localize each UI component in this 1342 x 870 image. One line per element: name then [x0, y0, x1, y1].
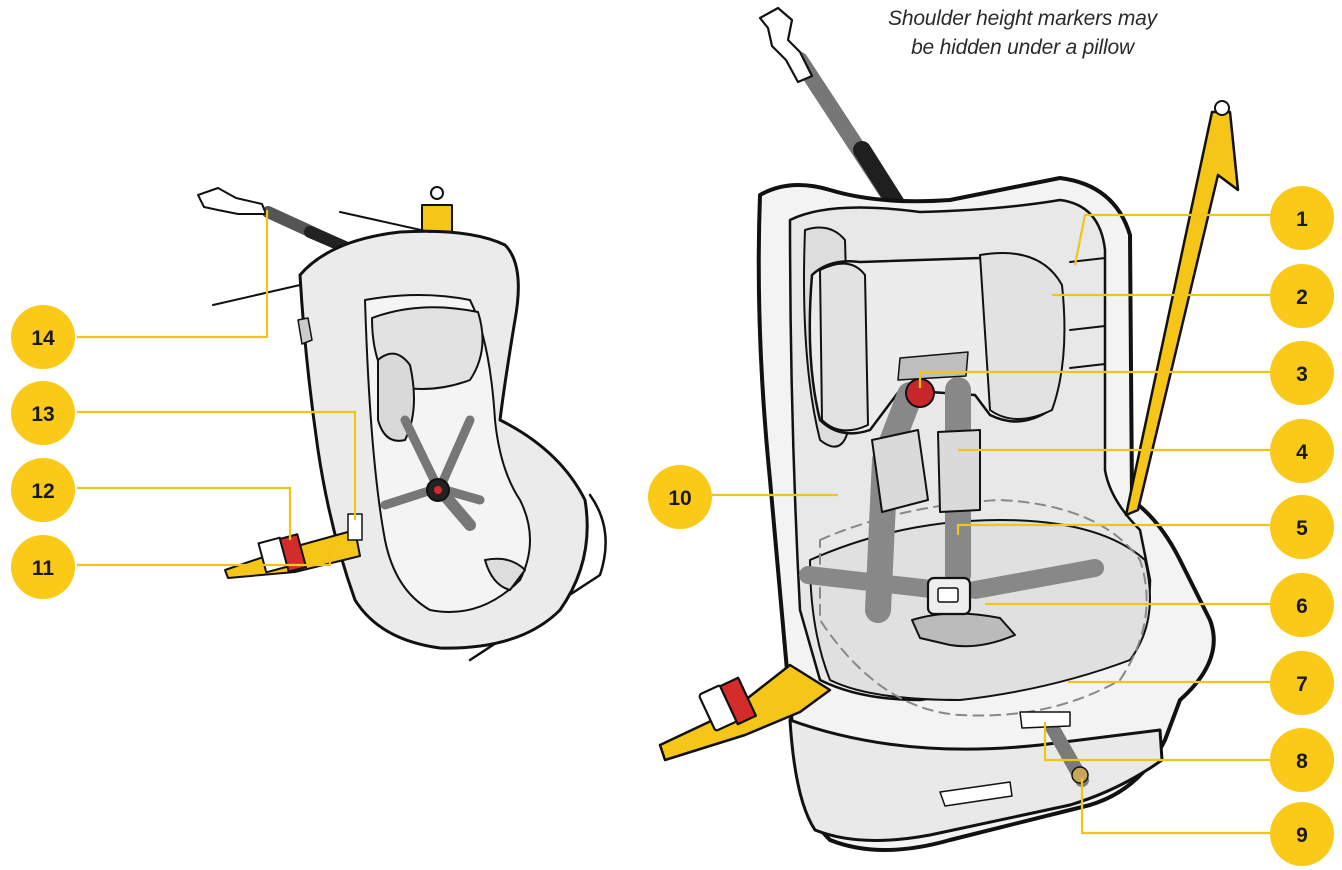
callout-label-8: 8 [1296, 750, 1308, 773]
callout-badge-1: 1 [1270, 186, 1334, 250]
leader-14 [77, 210, 269, 339]
callout-label-14: 14 [31, 327, 55, 350]
callout-label-2: 2 [1296, 286, 1308, 309]
leader-11 [77, 548, 332, 567]
leader-13 [77, 410, 357, 520]
callout-label-12: 12 [31, 480, 54, 503]
leader-1 [1073, 213, 1275, 266]
callout-label-4: 4 [1296, 441, 1308, 464]
callout-badge-7: 7 [1270, 651, 1334, 715]
callout-badge-6: 6 [1270, 573, 1334, 637]
callout-badge-12: 12 [11, 458, 75, 522]
callout-badges: 1 2 3 4 5 6 7 [11, 186, 1334, 866]
callout-badge-8: 8 [1270, 728, 1334, 792]
note-line-1: Shoulder height markers may [888, 7, 1157, 30]
leader-9 [1080, 778, 1275, 835]
note-line-2: be hidden under a pillow [911, 36, 1134, 59]
large-seat-illustration [658, 6, 1240, 852]
callout-label-10: 10 [668, 487, 691, 510]
callout-label-7: 7 [1296, 673, 1308, 696]
callout-label-3: 3 [1296, 363, 1308, 386]
callout-badge-5: 5 [1270, 495, 1334, 559]
leader-12 [77, 486, 292, 540]
callout-badge-14: 14 [11, 305, 75, 369]
callout-label-13: 13 [31, 403, 54, 426]
callout-badge-9: 9 [1270, 802, 1334, 866]
leader-3 [918, 370, 1275, 388]
callout-label-5: 5 [1296, 517, 1308, 540]
callout-badge-10: 10 [648, 465, 712, 529]
callout-badge-4: 4 [1270, 419, 1334, 483]
leader-lines [77, 210, 1275, 835]
callout-badge-3: 3 [1270, 341, 1334, 405]
callout-label-1: 1 [1296, 208, 1308, 231]
callout-label-11: 11 [32, 557, 55, 580]
callout-label-9: 9 [1296, 824, 1308, 847]
leader-5 [956, 523, 1275, 535]
callout-badge-2: 2 [1270, 264, 1334, 328]
callout-label-6: 6 [1296, 595, 1308, 618]
callout-badge-11: 11 [11, 535, 75, 599]
small-seat-illustration [197, 186, 607, 662]
shoulder-marker-note: Shoulder height markers may be hidden un… [850, 4, 1195, 62]
callout-badge-13: 13 [11, 381, 75, 445]
leader-8 [1043, 722, 1275, 762]
